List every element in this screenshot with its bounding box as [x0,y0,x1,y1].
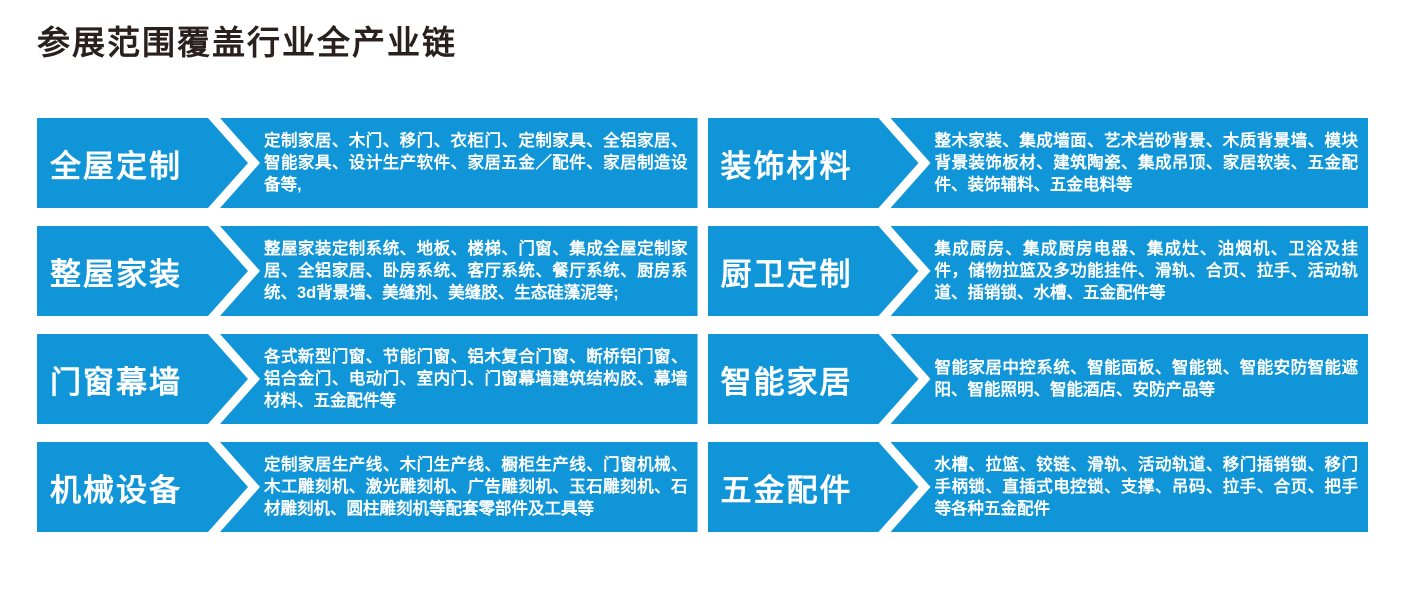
category-label-banner: 智能家居 [708,334,919,424]
category-label-banner: 整屋家装 [37,226,248,316]
category-items-text: 水槽、拉篮、铰链、滑轨、活动轨道、移门插销锁、移门手柄锁、直插式电控锁、支撑、吊… [934,456,1359,518]
category-items-box: 智能家居中控系统、智能面板、智能锁、智能安防智能遮阳、智能照明、智能酒店、安防产… [890,334,1368,424]
category-label-text: 全屋定制 [50,148,182,184]
category-items-text: 集成厨房、集成厨房电器、集成灶、油烟机、卫浴及挂件，储物拉篮及多功能挂件、滑轨、… [934,240,1359,302]
category-items-text: 智能家居中控系统、智能面板、智能锁、智能安防智能遮阳、智能照明、智能酒店、安防产… [934,359,1359,399]
category-items-text: 定制家居生产线、木门生产线、橱柜生产线、门窗机械、木工雕刻机、激光雕刻机、广告雕… [264,456,688,518]
page-title: 参展范围覆盖行业全产业链 [37,24,457,61]
category-items-box: 各式新型门窗、节能门窗、铝木复合门窗、断桥铝门窗、铝合金门、电动门、室内门、门窗… [220,334,698,424]
category-items-box: 定制家居、木门、移门、衣柜门、定制家具、全铝家居、智能家具、设计生产软件、家居五… [220,118,698,208]
category-label-text: 机械设备 [50,472,182,508]
category-items-box: 整屋家装定制系统、地板、楼梯、门窗、集成全屋定制家居、全铝家居、卧房系统、客厅系… [220,226,698,316]
category-row-decoration-materials: 装饰材料 整木家装、集成墙面、艺术岩砂背景、木质背景墙、模块背景装饰板材、建筑陶… [708,118,1368,208]
category-items-text: 各式新型门窗、节能门窗、铝木复合门窗、断桥铝门窗、铝合金门、电动门、室内门、门窗… [264,348,688,410]
category-items-text: 整屋家装定制系统、地板、楼梯、门窗、集成全屋定制家居、全铝家居、卧房系统、客厅系… [264,240,688,302]
category-label-text: 装饰材料 [720,148,853,184]
category-label-banner: 五金配件 [708,442,919,532]
category-row-smart-home: 智能家居 智能家居中控系统、智能面板、智能锁、智能安防智能遮阳、智能照明、智能酒… [708,334,1368,424]
category-label-banner: 装饰材料 [708,118,919,208]
category-label-text: 智能家居 [720,364,853,400]
category-label-banner: 门窗幕墙 [37,334,248,424]
category-row-whole-house-decoration: 整屋家装 整屋家装定制系统、地板、楼梯、门窗、集成全屋定制家居、全铝家居、卧房系… [37,226,698,316]
category-row-doors-windows-curtain-wall: 门窗幕墙 各式新型门窗、节能门窗、铝木复合门窗、断桥铝门窗、铝合金门、电动门、室… [37,334,698,424]
category-items-text: 整木家装、集成墙面、艺术岩砂背景、木质背景墙、模块背景装饰板材、建筑陶瓷、集成吊… [934,132,1359,194]
category-row-hardware-accessories: 五金配件 水槽、拉篮、铰链、滑轨、活动轨道、移门插销锁、移门手柄锁、直插式电控锁… [708,442,1368,532]
category-label-text: 五金配件 [720,472,853,508]
category-row-kitchen-bath-customization: 厨卫定制 集成厨房、集成厨房电器、集成灶、油烟机、卫浴及挂件，储物拉篮及多功能挂… [708,226,1368,316]
category-label-banner: 厨卫定制 [708,226,919,316]
category-label-text: 整屋家装 [50,256,182,292]
category-items-box: 整木家装、集成墙面、艺术岩砂背景、木质背景墙、模块背景装饰板材、建筑陶瓷、集成吊… [890,118,1368,208]
category-label-text: 厨卫定制 [720,256,853,292]
category-items-box: 水槽、拉篮、铰链、滑轨、活动轨道、移门插销锁、移门手柄锁、直插式电控锁、支撑、吊… [890,442,1368,532]
category-label-text: 门窗幕墙 [50,364,182,400]
category-items-box: 集成厨房、集成厨房电器、集成灶、油烟机、卫浴及挂件，储物拉篮及多功能挂件、滑轨、… [890,226,1368,316]
category-row-whole-house-customization: 全屋定制 定制家居、木门、移门、衣柜门、定制家具、全铝家居、智能家具、设计生产软… [37,118,698,208]
category-row-machinery-equipment: 机械设备 定制家居生产线、木门生产线、橱柜生产线、门窗机械、木工雕刻机、激光雕刻… [37,442,698,532]
category-label-banner: 机械设备 [37,442,248,532]
category-items-text: 定制家居、木门、移门、衣柜门、定制家具、全铝家居、智能家具、设计生产软件、家居五… [264,132,688,194]
category-items-box: 定制家居生产线、木门生产线、橱柜生产线、门窗机械、木工雕刻机、激光雕刻机、广告雕… [220,442,698,532]
category-grid: 全屋定制 定制家居、木门、移门、衣柜门、定制家具、全铝家居、智能家具、设计生产软… [37,118,1368,532]
category-label-banner: 全屋定制 [37,118,248,208]
